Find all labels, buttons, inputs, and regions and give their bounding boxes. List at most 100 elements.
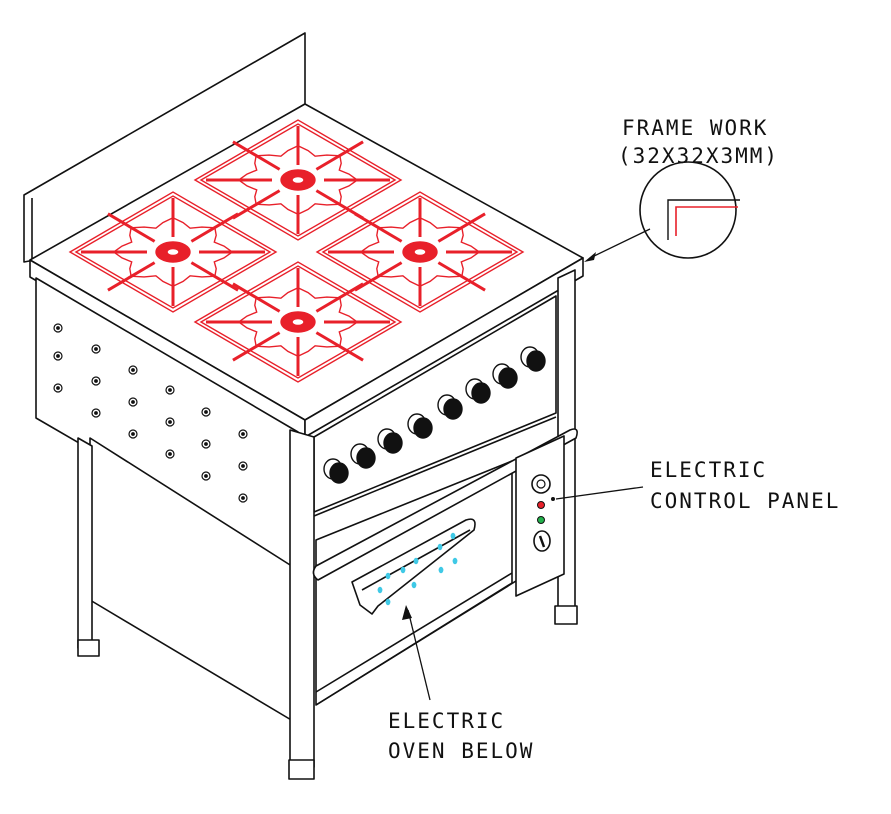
leg-left-foot <box>77 639 100 657</box>
control-panel-label-2: CONTROL PANEL <box>650 489 840 513</box>
vent-circle-3 <box>91 344 101 354</box>
grate-inner-3 <box>321 195 519 309</box>
vent-circle-10 <box>165 417 175 427</box>
vent-center-12 <box>204 410 208 414</box>
top-side-edge <box>304 257 584 438</box>
handle-light-1 <box>385 572 391 580</box>
knob-icon-2 <box>356 447 376 469</box>
handle-light-7 <box>411 581 417 589</box>
knob-icon-7 <box>498 367 518 389</box>
burner-knob-2[interactable] <box>350 443 376 469</box>
vent-circle-8 <box>128 429 138 439</box>
leg-front <box>289 429 315 768</box>
oven-top-rail <box>312 428 578 581</box>
knob-icon-8 <box>526 350 546 372</box>
grate-frame-1 <box>193 119 403 241</box>
oven-label-2: OVEN BELOW <box>388 739 534 763</box>
oven-arrowhead <box>402 605 412 620</box>
vent-center-1 <box>56 354 60 358</box>
vent-circle-6 <box>128 365 138 375</box>
side-panel-vents <box>53 323 248 503</box>
burner-1 <box>193 119 403 241</box>
burner-knob-4[interactable] <box>407 413 433 439</box>
grate-frame-4 <box>193 261 403 383</box>
vent-circle-16 <box>238 461 248 471</box>
oven-handle <box>351 518 476 615</box>
burner-knob-1[interactable] <box>323 458 349 484</box>
handle-light-3 <box>413 557 419 565</box>
vent-center-17 <box>241 496 245 500</box>
grate-spoke-2-1 <box>190 261 239 292</box>
handle-light-9 <box>452 557 458 565</box>
vent-center-0 <box>56 326 60 330</box>
handle-light-0 <box>377 586 383 594</box>
frame-work-arrowhead <box>584 252 596 262</box>
grate-spoke-4-7 <box>315 282 364 313</box>
range-body <box>23 32 584 780</box>
grate-spoke-1-3 <box>232 189 281 220</box>
grate-frame-2 <box>68 191 278 313</box>
vent-circle-11 <box>165 449 175 459</box>
frame-work-detail-circle <box>639 161 737 259</box>
grate-spoke-2-5 <box>107 212 156 243</box>
control-panel-leader <box>555 486 644 500</box>
grate-frame-3 <box>315 191 525 313</box>
vent-center-13 <box>204 442 208 446</box>
burner-4 <box>193 261 403 383</box>
burner-center-4 <box>291 317 305 327</box>
frame-work-label: FRAME WORK <box>622 116 768 140</box>
burner-knob-7[interactable] <box>492 363 518 389</box>
frame-work-size-label: (32X32X3MM) <box>618 144 779 168</box>
vent-center-14 <box>204 474 208 478</box>
knob-icon-6 <box>471 382 491 404</box>
vent-center-2 <box>56 386 60 390</box>
vent-circle-17 <box>238 493 248 503</box>
vent-center-10 <box>168 420 172 424</box>
burner-group <box>68 119 525 383</box>
knob-icon-3 <box>383 432 403 454</box>
knob-panel-rail <box>313 416 557 517</box>
vent-circle-1 <box>53 351 63 361</box>
vent-circle-13 <box>201 439 211 449</box>
vent-center-4 <box>94 379 98 383</box>
burner-knob-8[interactable] <box>520 346 546 372</box>
vent-circle-12 <box>201 407 211 417</box>
burner-center-1 <box>291 175 305 185</box>
burner-2 <box>68 191 278 313</box>
green-indicator-icon <box>537 516 545 524</box>
grate-spoke-3-7 <box>437 212 486 243</box>
oven-leader <box>407 609 431 701</box>
oven-handle-lights <box>377 532 458 606</box>
grate-spoke-2-7 <box>190 212 239 243</box>
grate-inner-2 <box>74 195 272 309</box>
frame-work-leader <box>589 228 651 259</box>
leg-left <box>77 437 93 656</box>
handle-light-5 <box>450 532 456 540</box>
grate-spoke-4-1 <box>315 331 364 362</box>
burner-knob-6[interactable] <box>465 378 491 404</box>
burner-3 <box>315 191 525 313</box>
burner-center-3 <box>413 247 427 257</box>
vent-center-7 <box>131 400 135 404</box>
grate-spoke-1-5 <box>232 140 281 171</box>
timer-knob-grip <box>538 535 546 548</box>
grate-inner-1 <box>199 123 397 237</box>
vent-center-8 <box>131 432 135 436</box>
vent-center-9 <box>168 388 172 392</box>
handle-light-2 <box>400 566 406 574</box>
knob-icon-5 <box>443 398 463 420</box>
burner-knob-3[interactable] <box>377 428 403 454</box>
vent-circle-9 <box>165 385 175 395</box>
leg-front-foot <box>288 759 315 780</box>
control-panel-label-1: ELECTRIC <box>650 458 767 482</box>
control-panel <box>515 435 565 597</box>
burner-center-2 <box>166 247 180 257</box>
frame-profile-outer <box>667 199 740 240</box>
vent-circle-2 <box>53 383 63 393</box>
grate-spoke-4-3 <box>232 331 281 362</box>
vent-circle-14 <box>201 471 211 481</box>
burner-knob-5[interactable] <box>437 394 463 420</box>
vent-center-16 <box>241 464 245 468</box>
